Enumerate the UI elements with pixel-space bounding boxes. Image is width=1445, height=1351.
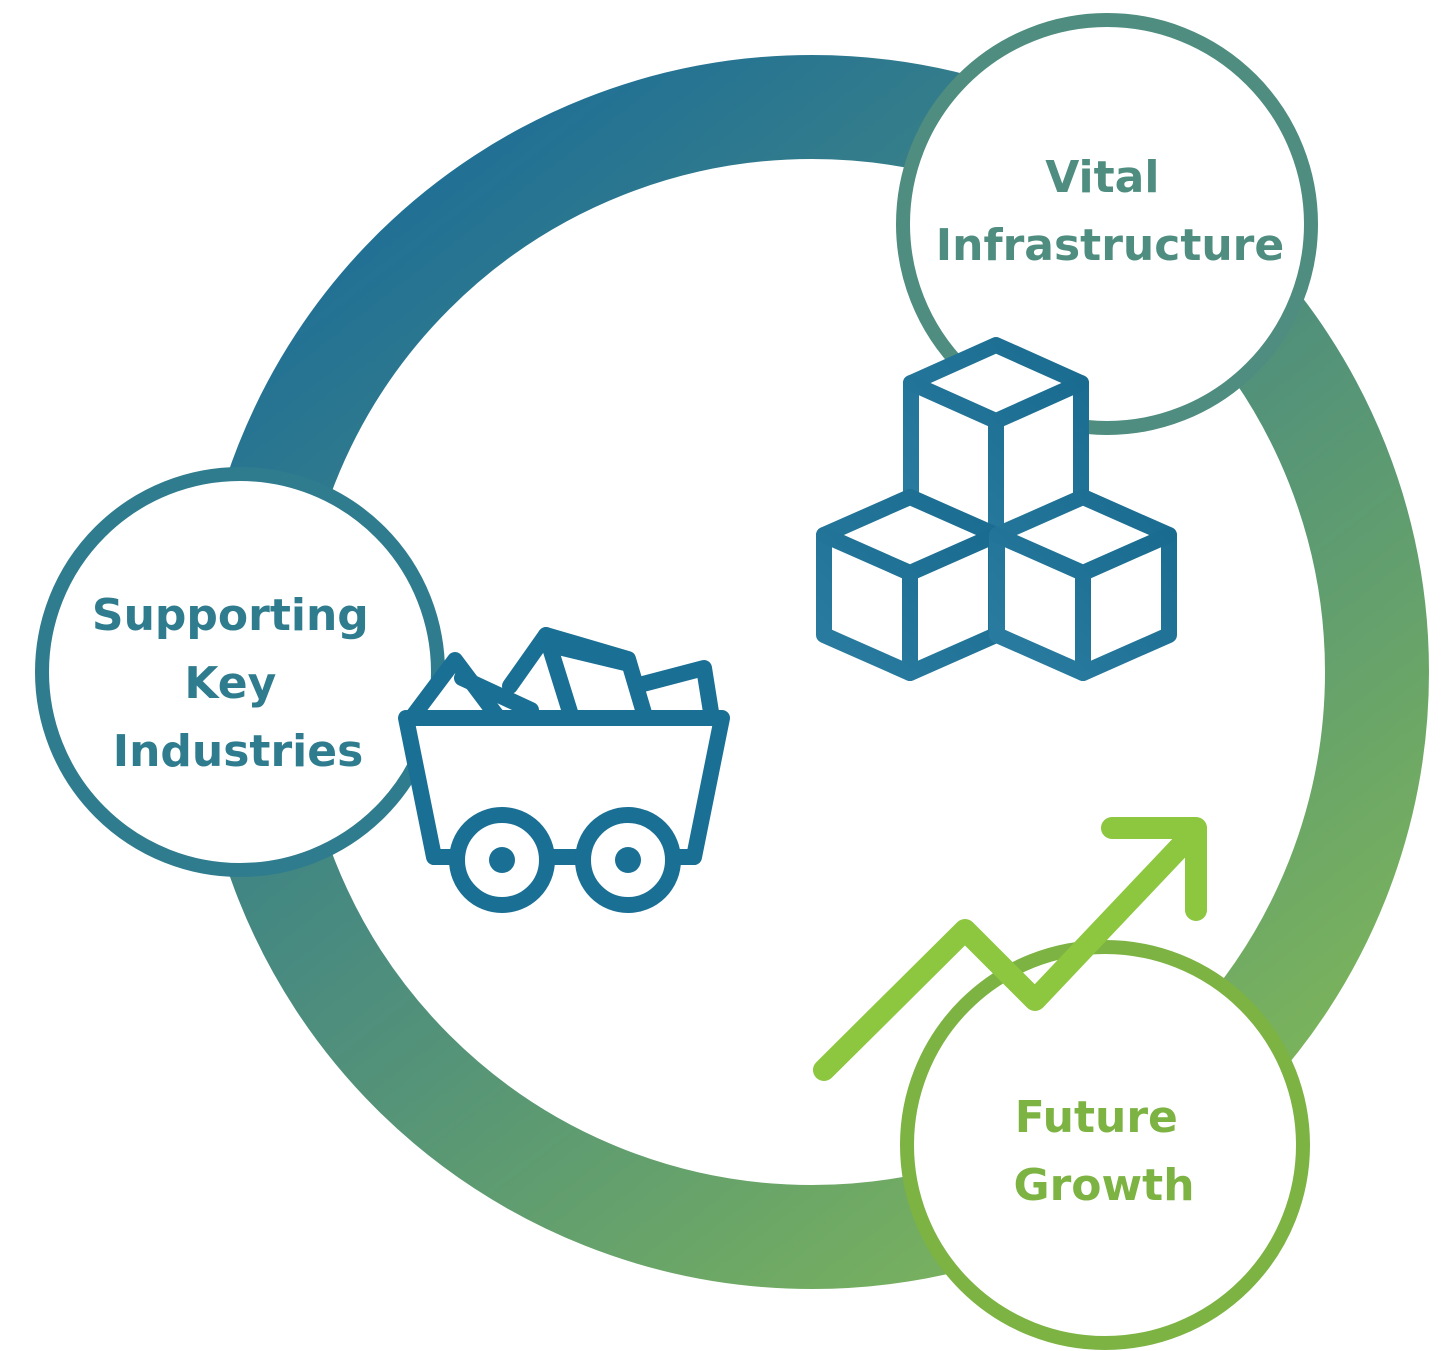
svg-text:Supporting Key Ind: Supporting Key Industries — [92, 590, 384, 777]
growth-label-line1: Future — [1015, 1092, 1178, 1143]
growth-arrow-icon — [813, 817, 1207, 1081]
industries-label-line1: Supporting — [92, 590, 369, 641]
node-supporting-key-industries: Supporting Key Industries — [35, 467, 445, 877]
industries-label-line2: Key — [184, 658, 276, 709]
svg-text:Vital Infrastructure: Vital Infrastructure — [936, 152, 1284, 271]
node-vital-infrastructure: Vital Infrastructure — [896, 13, 1318, 435]
mine-cart-wheel-hubs — [489, 847, 641, 873]
infrastructure-label-line2: Infrastructure — [936, 220, 1284, 271]
node-circle-infrastructure — [896, 13, 1318, 435]
node-future-growth: Future Growth — [900, 940, 1310, 1350]
industries-label-line3: Industries — [113, 726, 364, 777]
stacked-cubes-icon — [816, 337, 1177, 681]
infrastructure-label-line1: Vital — [1045, 152, 1159, 203]
mine-cart-icon — [398, 627, 730, 913]
svg-text:Future Growth: Future Growth — [1013, 1092, 1194, 1211]
growth-label-line2: Growth — [1013, 1160, 1194, 1211]
node-circle-growth — [900, 940, 1310, 1350]
